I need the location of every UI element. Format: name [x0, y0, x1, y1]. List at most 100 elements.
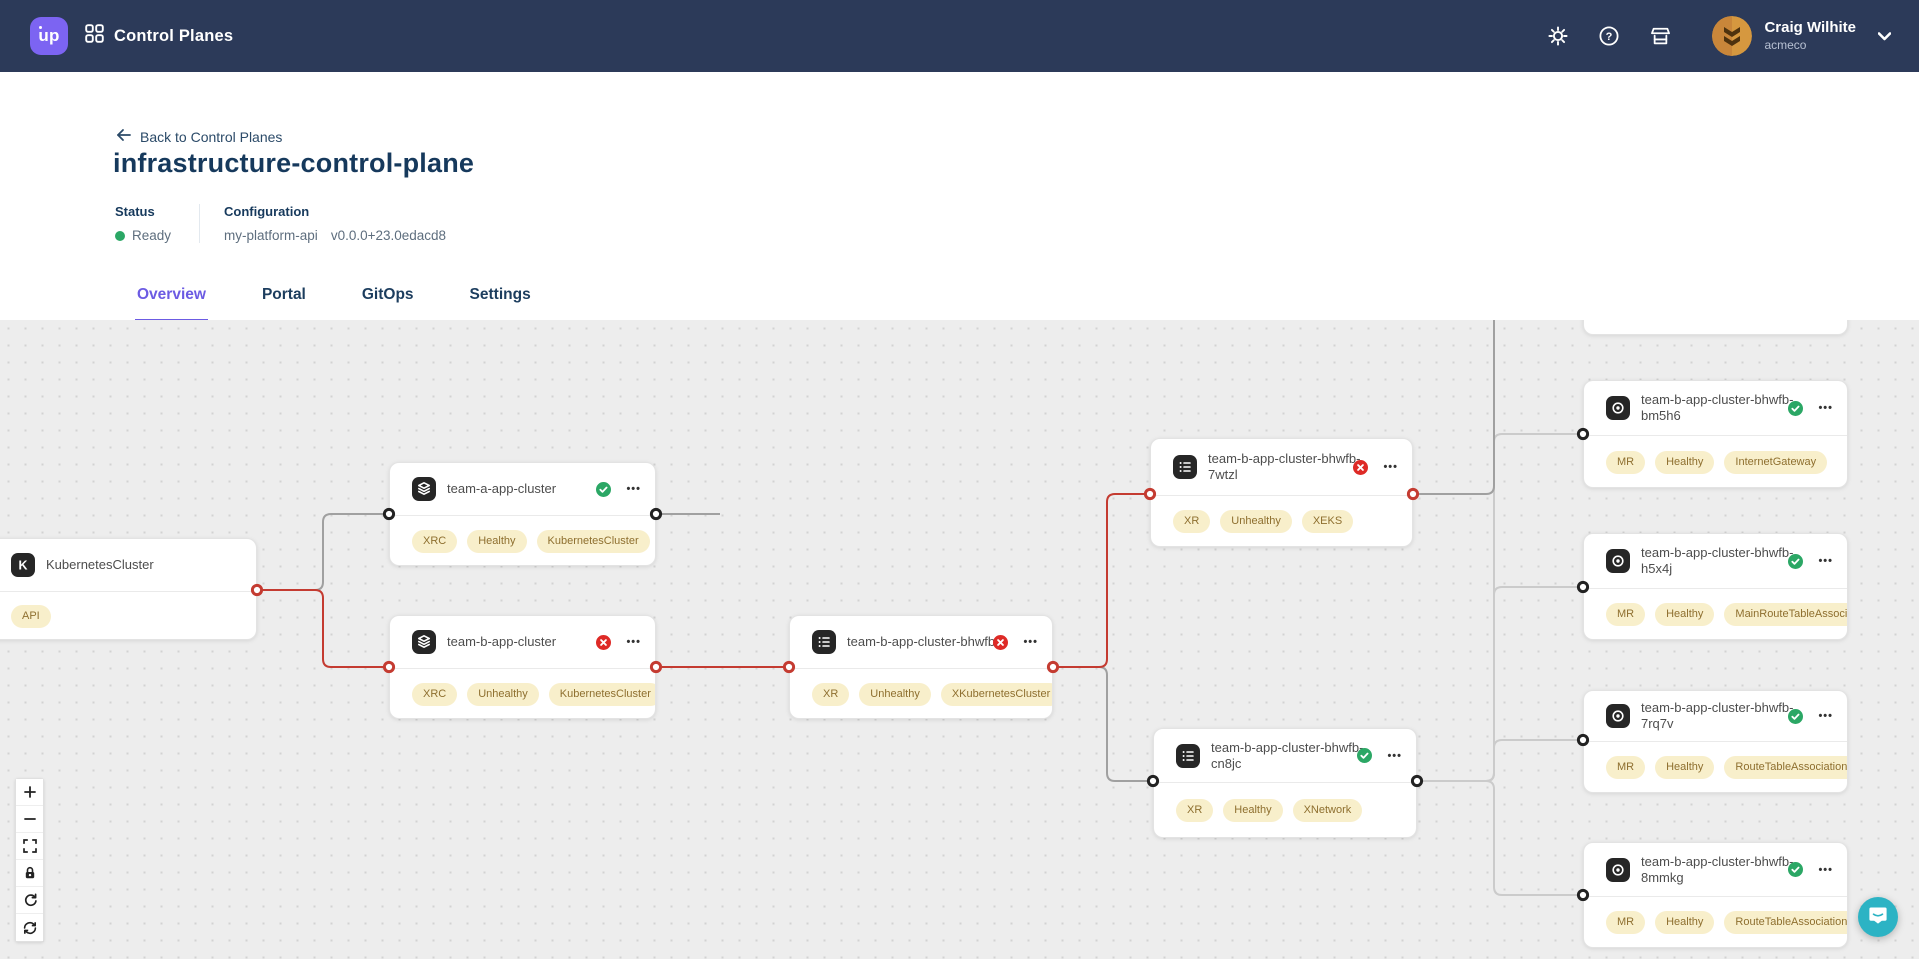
- node-partial-top-card[interactable]: [1583, 320, 1848, 335]
- configuration-name[interactable]: my-platform-api: [224, 228, 318, 243]
- node-menu-button[interactable]: •••: [1818, 402, 1833, 414]
- grid-icon: [85, 24, 104, 48]
- target-resource-icon: [1606, 704, 1630, 728]
- kind-pill: MR: [1606, 450, 1646, 474]
- chevron-down-icon[interactable]: [1878, 31, 1891, 41]
- configuration-column: Configuration my-platform-api v0.0.0+23.…: [199, 204, 474, 243]
- node-title: team-b-app-cluster-bhwfb-cn8jc: [1211, 739, 1364, 771]
- back-label: Back to Control Planes: [140, 128, 283, 145]
- back-arrow-icon: [114, 126, 132, 147]
- user-name: Craig Wilhite: [1764, 19, 1856, 37]
- zoom-in-button[interactable]: [16, 779, 43, 806]
- graph-edge: [1053, 666, 1153, 782]
- list-resource-icon: [1176, 743, 1200, 768]
- node-menu-button[interactable]: •••: [1818, 863, 1833, 876]
- node-title: team-b-app-cluster: [447, 634, 557, 649]
- kind-pill: XRC: [412, 529, 458, 553]
- svg-text:K: K: [18, 559, 27, 573]
- kind-pill: Healthy: [1655, 603, 1715, 626]
- node-title: team-b-app-cluster-bhwfb-h5x4j: [1641, 545, 1794, 576]
- plus-icon: [23, 786, 36, 798]
- status-ready-dot: [115, 230, 125, 241]
- kind-pill: MainRouteTableAssociation: [1724, 603, 1847, 626]
- lock-button[interactable]: [16, 860, 43, 887]
- node-menu-button[interactable]: •••: [1387, 749, 1402, 762]
- layers-resource-icon: [412, 477, 436, 501]
- node-title: team-a-app-cluster: [447, 481, 557, 496]
- node-menu-button[interactable]: •••: [1023, 636, 1038, 648]
- node-title: team-b-app-cluster-bhwfb-bm5h6: [1641, 392, 1794, 423]
- tab-settings[interactable]: Settings: [469, 286, 531, 303]
- zoom-out-button[interactable]: [16, 806, 43, 833]
- graph-controls: [15, 778, 44, 942]
- kind-pill: MR: [1606, 911, 1646, 934]
- status-unhealthy-icon: [993, 634, 1009, 650]
- graph-edge: [1417, 586, 1583, 782]
- status-healthy-icon: [1788, 553, 1804, 569]
- graph-edge: [1053, 493, 1150, 668]
- target-resource-icon: [1606, 857, 1630, 882]
- fit-view-button[interactable]: [16, 833, 43, 860]
- back-link[interactable]: Back to Control Planes: [114, 126, 282, 147]
- status-unhealthy-icon: [596, 634, 612, 650]
- configuration-label: Configuration: [224, 204, 310, 219]
- node-menu-button[interactable]: •••: [626, 636, 641, 648]
- page-app-title: Control Planes: [114, 26, 234, 45]
- upbound-logo[interactable]: up: [30, 17, 68, 55]
- node-team-b-app-cluster-bhwfb-h5x4j[interactable]: team-b-app-cluster-bhwfb-h5x4j ••• MR Healt…: [1583, 533, 1848, 640]
- kind-pill: MR: [1606, 603, 1646, 626]
- kind-pill: KubernetesCluster: [536, 529, 650, 553]
- kind-pill: RouteTableAssociation: [1724, 756, 1847, 779]
- node-title: team-b-app-cluster-bhwfb: [847, 634, 996, 649]
- node-menu-button[interactable]: •••: [1818, 710, 1833, 722]
- node-menu-button[interactable]: •••: [1383, 461, 1398, 473]
- settings-gear-icon[interactable]: [1545, 23, 1571, 49]
- status-healthy-icon: [1788, 400, 1804, 416]
- user-org: acmeco: [1764, 37, 1807, 52]
- tab-overview[interactable]: Overview: [135, 286, 208, 322]
- relayout-button[interactable]: [16, 914, 43, 941]
- kind-pill: API: [11, 604, 51, 628]
- sync-icon: [23, 921, 36, 934]
- k-resource-icon: K: [11, 553, 35, 577]
- kind-pill: XR: [812, 682, 850, 706]
- marketplace-icon[interactable]: [1647, 23, 1673, 49]
- status-healthy-icon: [1788, 708, 1804, 724]
- help-icon[interactable]: ?: [1596, 23, 1622, 49]
- node-menu-button[interactable]: •••: [1818, 555, 1833, 567]
- chat-launcher-button[interactable]: [1858, 897, 1898, 937]
- node-menu-button[interactable]: •••: [626, 483, 641, 495]
- node-title: team-b-app-cluster-bhwfb-7wtzl: [1208, 451, 1361, 482]
- graph-edge: [257, 589, 389, 668]
- fit-icon: [22, 839, 37, 853]
- status-label: Status: [115, 204, 155, 219]
- graph-edge: [1413, 320, 1495, 495]
- tab-portal[interactable]: Portal: [261, 286, 306, 303]
- node-title: team-b-app-cluster-bhwfb-7rq7v: [1641, 700, 1794, 731]
- user-menu[interactable]: Craig Wilhite acmeco: [1712, 16, 1891, 56]
- refresh-button[interactable]: [16, 887, 43, 914]
- kind-pill: Healthy: [1655, 756, 1715, 779]
- kind-pill: XKubernetesCluster: [940, 682, 1052, 706]
- status-column: Status Ready: [115, 204, 199, 243]
- list-resource-icon: [812, 630, 836, 654]
- graph-edge: [1417, 433, 1583, 782]
- chat-bubble-icon: [1868, 905, 1888, 930]
- kind-pill: Healthy: [1223, 799, 1283, 822]
- node-title: team-b-app-cluster-bhwfb-8mmkg: [1641, 853, 1794, 885]
- tab-gitops[interactable]: GitOps: [361, 286, 414, 303]
- graph-edge: [257, 513, 389, 591]
- avatar: [1712, 16, 1753, 56]
- status-unhealthy-icon: [1353, 459, 1369, 475]
- tab-bar: Overview Portal GitOps Settings: [135, 286, 533, 322]
